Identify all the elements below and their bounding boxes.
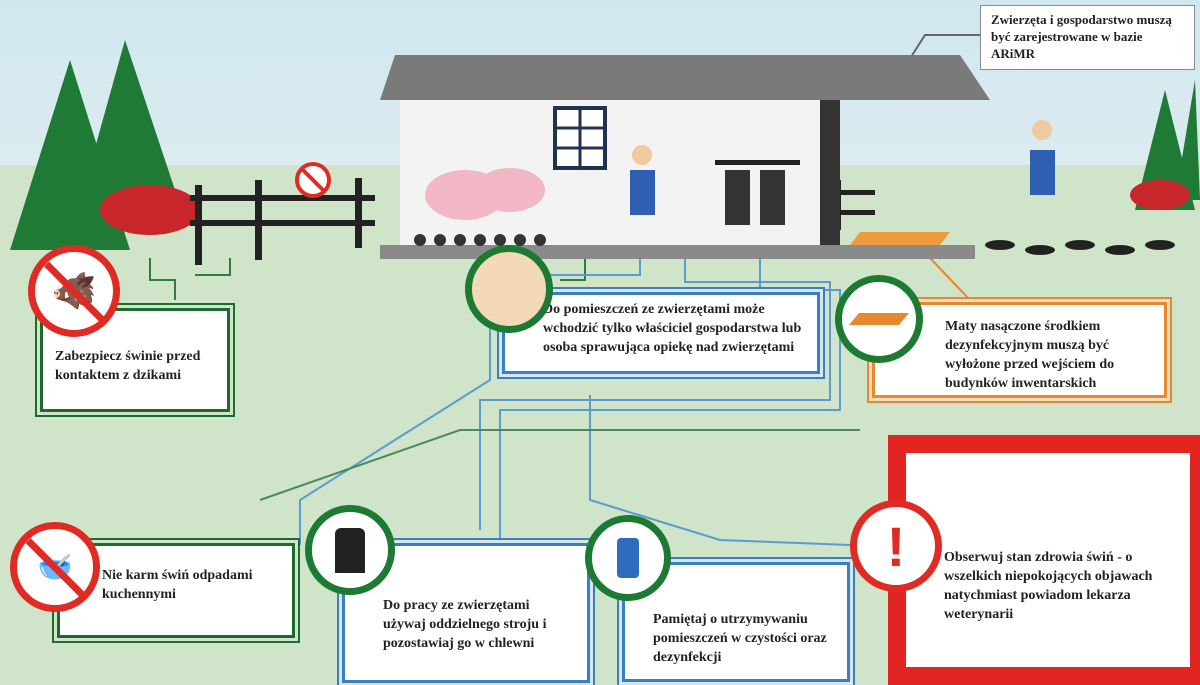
- clothes-rack: [715, 160, 800, 165]
- spray-bottle-icon: [585, 515, 671, 601]
- slatted-floor: [414, 234, 546, 246]
- tip-access: Do pomieszczeń ze zwierzętami może wchod…: [502, 292, 820, 374]
- farmer: [630, 170, 655, 215]
- tip-cleaning: Pamiętaj o utrzymywaniu pomieszczeń w cz…: [622, 562, 850, 682]
- registration-note: Zwierzęta i gospodarstwo muszą być zarej…: [980, 5, 1195, 70]
- tip-wild-boar: Zabezpiecz świnie przed kontaktem z dzik…: [40, 308, 230, 412]
- disinfection-mat-scene: [850, 232, 950, 245]
- wild-boar: [100, 185, 200, 235]
- disinfection-mat-icon: [835, 275, 923, 363]
- exclamation-icon: !: [850, 500, 942, 592]
- farmer-face-icon: [465, 245, 553, 333]
- trees-left: [10, 40, 185, 250]
- barn-roof: [380, 55, 990, 100]
- barn-floor: [380, 245, 975, 259]
- tip-health: Obserwuj stan zdrowia świń - o wszelkich…: [888, 435, 1200, 685]
- farmer-right: [1030, 150, 1055, 195]
- crossed-food-bowl-icon: 🥣: [10, 522, 100, 612]
- crossed-boar-icon: 🐗: [28, 245, 120, 337]
- work-clothes-icon: [305, 505, 395, 595]
- trees-right: [1135, 80, 1200, 210]
